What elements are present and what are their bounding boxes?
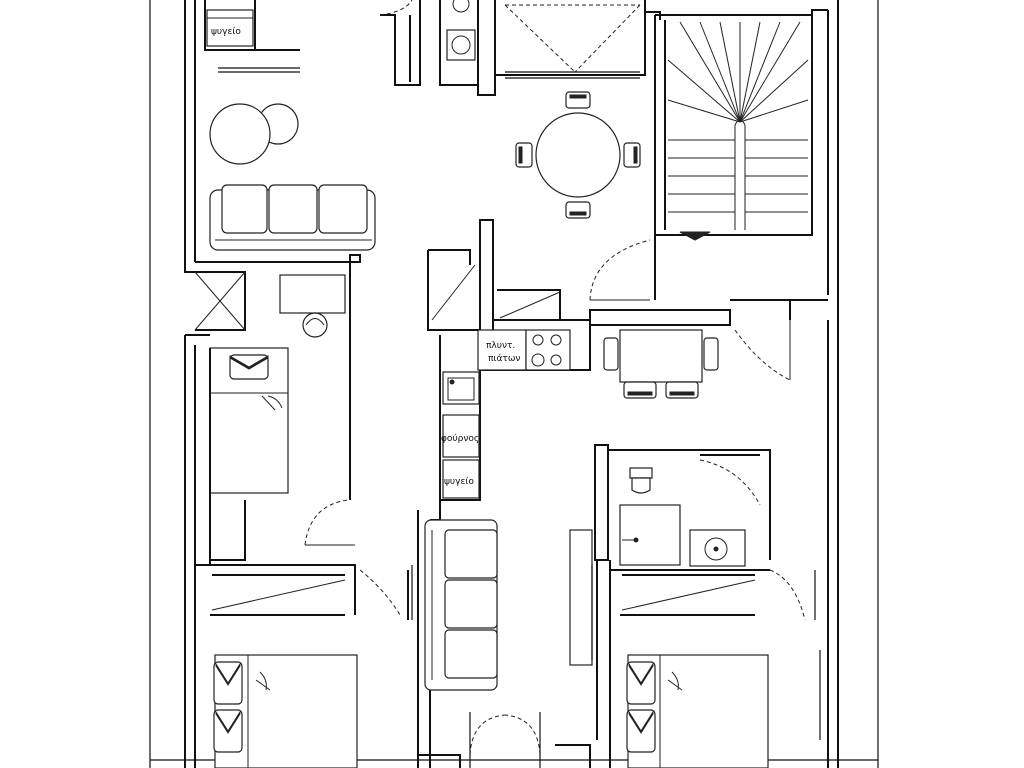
dishwasher-label-line1: πλυντ.: [486, 341, 515, 351]
bathroom: [594, 444, 771, 571]
upper-partitions: [379, 0, 661, 96]
bedroom-bottom-right: [609, 560, 821, 768]
sofa-top: [209, 184, 376, 251]
staircase: [589, 9, 828, 301]
kitchen-table: [603, 329, 719, 399]
round-tables: [209, 103, 299, 165]
bed-bottom-left: [213, 654, 358, 768]
top-left-niche: [204, 0, 300, 73]
dining-table: [515, 91, 641, 219]
oven-label: φούρνος: [441, 433, 479, 444]
exterior-walls: [184, 0, 839, 768]
fridge-label-kitchen: ψυγείο: [444, 477, 474, 487]
left-bedroom-walls: [194, 254, 401, 616]
central-walls: [427, 219, 791, 381]
dishwasher-label-line2: πιάτων: [488, 354, 520, 364]
living-room: [407, 510, 598, 768]
fridge-label-top: ψυγείο: [211, 27, 241, 37]
